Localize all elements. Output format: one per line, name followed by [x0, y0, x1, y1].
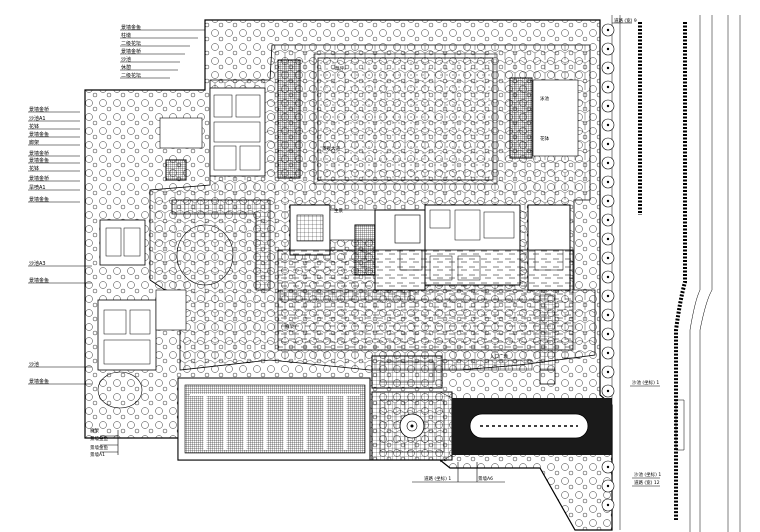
annotations: 景墙金鱼 柱墩 二级花坛 景墙金桥 沙池 休憩 二级花坛 景墙金桥 沙池A1 花…: [28, 17, 661, 487]
label-left-mid-2: 景墙金鱼: [29, 277, 49, 284]
label-left-2: 沙池A1: [29, 115, 46, 122]
garden-path: [171, 199, 271, 291]
label-left-9: 景墙金桥: [29, 175, 49, 182]
label-left-low-2: 景墙金鱼: [29, 378, 49, 385]
label-bottom-left-3: 景墙金鱼: [90, 444, 108, 451]
label-top-right: 道路 (宽) 9: [614, 17, 637, 24]
label-top-left-3: 二级花坛: [121, 40, 141, 47]
label-lawn: 草坪: [335, 65, 344, 72]
label-bottom-left-4: 景墙A1: [90, 451, 105, 458]
label-right-2: 沙池 (坐标) 1: [634, 471, 661, 478]
entrance-plaza: [371, 391, 453, 461]
entrance-road: [439, 391, 612, 463]
street: [611, 15, 741, 532]
label-left-low-1: 沙池: [29, 361, 39, 368]
label-top-left-4: 景墙金桥: [121, 48, 141, 55]
label-right-1: 沙池 (坐标) 1: [632, 379, 659, 386]
label-left-3: 花钵: [29, 123, 39, 130]
label-bottom-left-1: 廊架: [90, 427, 99, 434]
label-left-10: 旱喷A1: [29, 184, 46, 191]
label-left-7: 景墙金鱼: [29, 157, 49, 164]
label-pergola: 廊架: [285, 323, 294, 330]
label-top-left-5: 沙池: [121, 56, 131, 63]
label-boulevard: 景观大道: [322, 145, 340, 152]
hedge-line: [638, 22, 687, 520]
planter-left: [277, 59, 301, 179]
label-left-1: 景墙金桥: [29, 106, 49, 113]
pond: [176, 224, 234, 286]
building-lower-left: [97, 219, 187, 371]
label-top-left-6: 休憩: [121, 64, 131, 71]
label-left-5: 廊架: [29, 139, 39, 146]
label-left-4: 景墙金鱼: [29, 131, 49, 138]
label-left-8: 花钵: [29, 165, 39, 172]
label-top-left-1: 景墙金鱼: [121, 24, 141, 31]
label-left-6: 景墙金桥: [29, 150, 49, 157]
label-bottom-left-2: 景墙金鱼: [90, 435, 108, 442]
label-planter: 花钵: [540, 135, 549, 142]
planter-right: [509, 77, 533, 159]
label-bottom-2: 景墙A6: [478, 475, 493, 482]
lawn: [317, 57, 494, 181]
parking-area: [177, 377, 371, 461]
label-bottom-1: 道路 (坐标) 1: [424, 475, 451, 482]
label-top-left-2: 柱墩: [121, 32, 131, 39]
label-entrance-square: 入口广场: [490, 353, 508, 360]
label-left-mid-1: 沙池A3: [29, 260, 46, 267]
label-main-feature: 主景: [334, 207, 343, 214]
street-tree-row: [601, 23, 615, 512]
label-top-left-7: 二级花坛: [121, 72, 141, 79]
label-right-3: 道路 (宽) 12: [634, 479, 660, 486]
label-pool: 泳池: [540, 95, 549, 102]
label-left-11: 景墙金鱼: [29, 196, 49, 203]
building-upper-left: [159, 87, 266, 181]
